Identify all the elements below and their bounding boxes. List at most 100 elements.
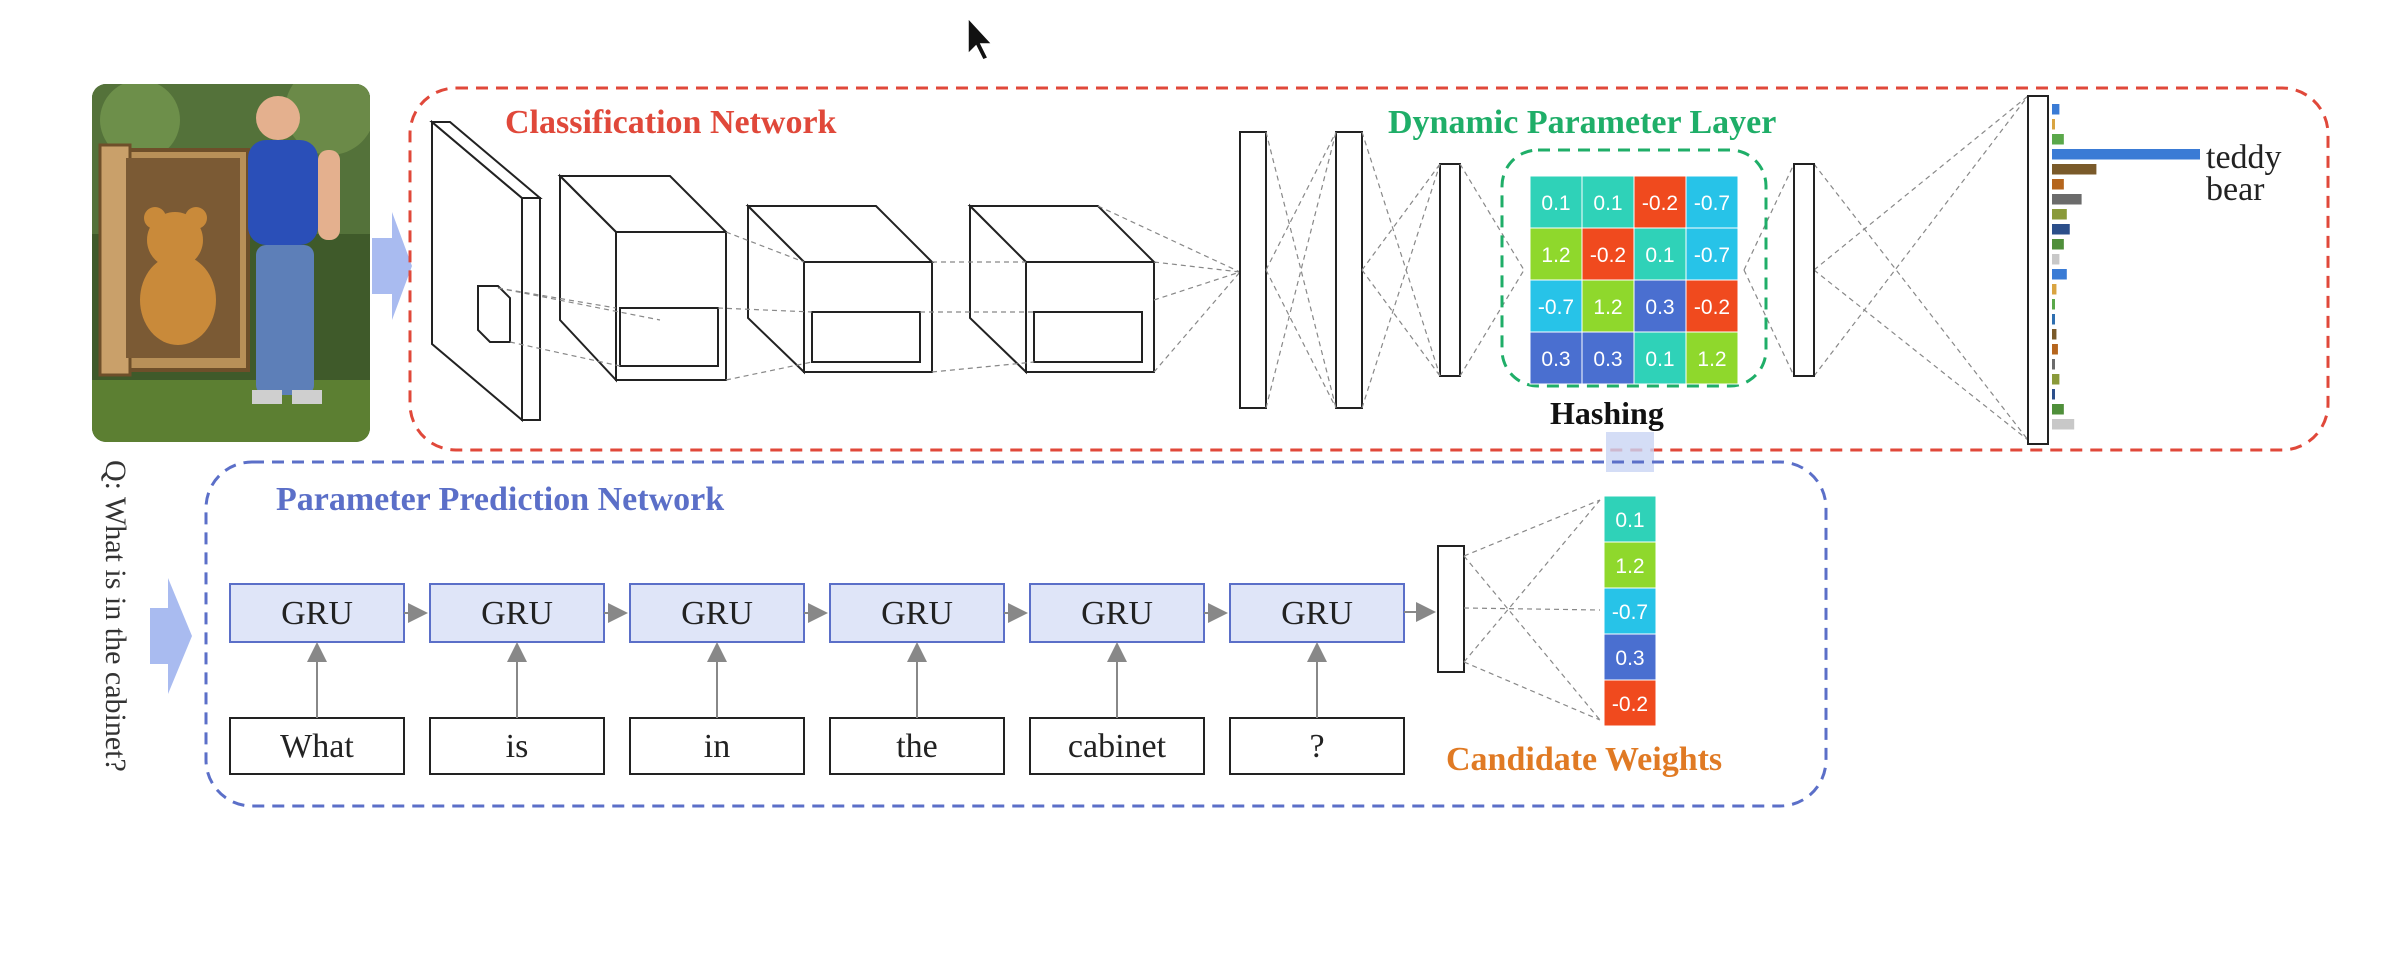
- question-to-gru-arrow: [150, 578, 192, 694]
- matrix-cell-value: 0.3: [1645, 296, 1674, 319]
- candidate-weight-value: 0.3: [1615, 647, 1644, 670]
- answer-score-bar: [2052, 239, 2064, 250]
- gru-cell: GRU: [229, 583, 405, 643]
- hashing-arrow: [1606, 432, 1654, 472]
- gru-label: GRU: [281, 595, 353, 632]
- answer-score-bar: [2052, 374, 2060, 385]
- word-label: is: [506, 728, 529, 765]
- dynamic-parameter-layer-title: Dynamic Parameter Layer: [1388, 104, 1776, 141]
- answer-score-bar: [2052, 209, 2067, 220]
- matrix-cell: 1.2: [1685, 331, 1739, 385]
- matrix-cell-value: 0.1: [1645, 348, 1674, 371]
- answer-score-bar: [2052, 254, 2060, 265]
- matrix-cell-value: -0.2: [1590, 244, 1626, 267]
- matrix-cell: 0.1: [1633, 227, 1687, 281]
- candidate-weight-cell: -0.7: [1603, 587, 1657, 635]
- fc-layer-3: [1439, 163, 1461, 377]
- matrix-cell-value: 1.2: [1593, 296, 1622, 319]
- answer-score-bar: [2052, 419, 2075, 430]
- answer-score-bar: [2052, 314, 2055, 325]
- answer-histogram: [2052, 104, 2200, 430]
- gru-cell: GRU: [1029, 583, 1205, 643]
- matrix-cell: 0.1: [1633, 331, 1687, 385]
- candidate-weight-cell: 0.1: [1603, 495, 1657, 543]
- dynamic-parameter-box: [1500, 148, 1768, 388]
- candidate-weight-value: 0.1: [1615, 509, 1644, 532]
- gru-label: GRU: [681, 595, 753, 632]
- matrix-cell: -0.2: [1685, 279, 1739, 333]
- answer-score-bar: [2052, 299, 2055, 310]
- output-layer: [2027, 95, 2049, 445]
- gru-cell: GRU: [429, 583, 605, 643]
- input-photo: [92, 84, 370, 442]
- hashing-label: Hashing: [1550, 395, 1664, 431]
- answer-score-bar: [2052, 284, 2057, 295]
- conv-layer-3: [745, 203, 935, 375]
- gru-label: GRU: [1281, 595, 1353, 632]
- gru-label: GRU: [1081, 595, 1153, 632]
- matrix-cell: -0.7: [1529, 279, 1583, 333]
- answer-score-bar: [2052, 119, 2055, 130]
- answer-score-bar: [2052, 164, 2097, 175]
- question-text: Q: What is in the cabinet?: [99, 460, 132, 772]
- matrix-cell-value: -0.2: [1694, 296, 1730, 319]
- answer-score-bar: [2052, 134, 2064, 145]
- matrix-cell-value: 1.2: [1541, 244, 1570, 267]
- matrix-cell: -0.7: [1685, 175, 1739, 229]
- gru-cell: GRU: [829, 583, 1005, 643]
- matrix-cell-value: 0.3: [1593, 348, 1622, 371]
- candidate-weight-value: 1.2: [1615, 555, 1644, 578]
- matrix-cell-value: -0.7: [1694, 244, 1730, 267]
- word-box: cabinet: [1029, 717, 1205, 775]
- candidate-weight-value: -0.7: [1612, 601, 1648, 624]
- gru-cell: GRU: [629, 583, 805, 643]
- matrix-cell: 0.3: [1633, 279, 1687, 333]
- candidate-weights-title: Candidate Weights: [1446, 741, 1722, 778]
- gru-row: GRU GRU GRU GRU GRU GRU: [229, 583, 1405, 643]
- conv-layer-4: [967, 203, 1157, 375]
- word-label: cabinet: [1068, 728, 1167, 765]
- candidate-weight-cell: -0.2: [1603, 679, 1657, 727]
- word-label: in: [704, 728, 730, 765]
- candidate-weight-cell: 0.3: [1603, 633, 1657, 681]
- word-box: What: [229, 717, 405, 775]
- conv-layer-1: [429, 119, 543, 423]
- answer-score-bar: [2052, 194, 2082, 205]
- answer-score-bar: [2052, 149, 2200, 160]
- matrix-cell-value: -0.2: [1642, 192, 1678, 215]
- answer-score-bar: [2052, 179, 2064, 190]
- answer-score-bar: [2052, 269, 2067, 280]
- word-label: What: [280, 728, 354, 765]
- answer-score-bar: [2052, 344, 2058, 355]
- prediction-fc-layer: [1437, 545, 1465, 673]
- answer-score-bar: [2052, 104, 2060, 115]
- mouse-cursor-icon: [967, 16, 994, 61]
- word-label: the: [896, 728, 938, 765]
- answer-score-bar: [2052, 359, 2055, 370]
- conv-connection-lines: [497, 205, 1241, 381]
- matrix-cell: 0.1: [1529, 175, 1583, 229]
- word-box: in: [629, 717, 805, 775]
- fc-layer-1: [1239, 131, 1267, 409]
- conv-layer-2: [557, 173, 729, 383]
- answer-score-bar: [2052, 389, 2055, 400]
- fc-connection-lines: [1265, 95, 2029, 441]
- answer-label-line2: bear: [2206, 171, 2265, 208]
- matrix-cell-value: 0.1: [1593, 192, 1622, 215]
- matrix-cell-value: -0.7: [1538, 296, 1574, 319]
- classification-network-title: Classification Network: [505, 104, 837, 141]
- candidate-weight-value: -0.2: [1612, 693, 1648, 716]
- parameter-prediction-box: [204, 460, 1828, 808]
- matrix-cell: 0.3: [1581, 331, 1635, 385]
- matrix-cell: 1.2: [1529, 227, 1583, 281]
- gru-cell: GRU: [1229, 583, 1405, 643]
- candidate-weights-column: 0.1 1.2 -0.7 0.3 -0.2: [1603, 495, 1657, 727]
- prediction-connection-lines: [1463, 499, 1601, 721]
- matrix-cell: -0.2: [1633, 175, 1687, 229]
- matrix-cell: 1.2: [1581, 279, 1635, 333]
- word-box: ?: [1229, 717, 1405, 775]
- gru-label: GRU: [881, 595, 953, 632]
- fc-layer-4: [1793, 163, 1815, 377]
